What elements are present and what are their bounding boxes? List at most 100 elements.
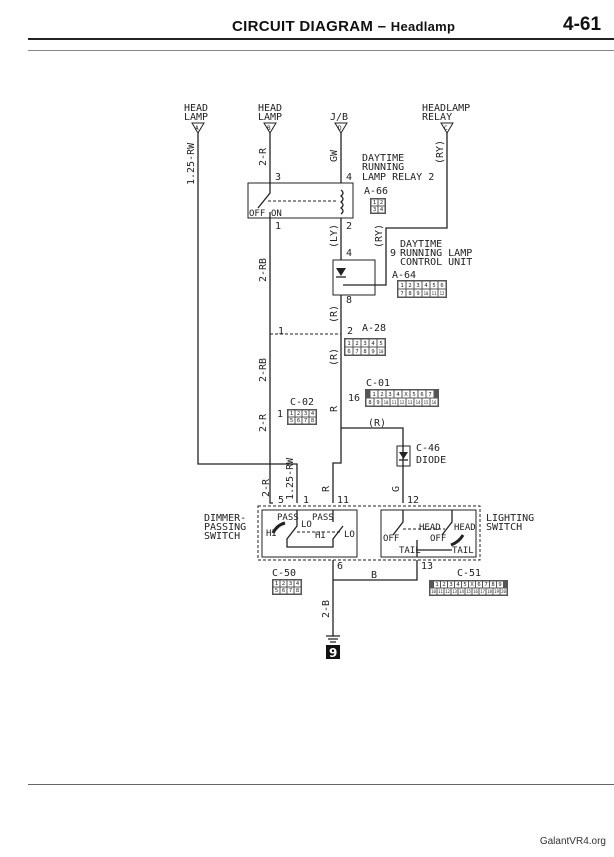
connector-pin-number: 3: [304, 411, 307, 417]
header-rule: [28, 38, 614, 40]
switch-assembly-outline: [257, 505, 481, 561]
connector-pin-number: 15: [424, 400, 429, 405]
connector-pin: [465, 588, 472, 595]
connector-pin-number: 7: [484, 582, 487, 588]
connector-pin: [361, 347, 369, 355]
connector-pin-number: 8: [491, 582, 494, 588]
connector-pin: [422, 289, 430, 297]
svg-text:D: D: [338, 125, 342, 132]
connector-pin: [490, 581, 496, 588]
svg-text:SWITCH: SWITCH: [204, 531, 240, 542]
svg-text:J/B: J/B: [330, 112, 348, 123]
connector-c51-label: C-51: [457, 568, 481, 579]
connector-pin: [378, 199, 385, 206]
connector-pin-number: 1: [290, 411, 293, 417]
connector-pin-number: 3: [449, 582, 452, 588]
svg-text:RUNNING LAMP: RUNNING LAMP: [400, 248, 472, 259]
svg-text:1.25-RW: 1.25-RW: [186, 142, 197, 185]
connector-pin-number: 7: [400, 291, 403, 297]
svg-text:OFF: OFF: [249, 209, 265, 219]
header-rule-thin: [28, 50, 614, 51]
svg-text:9: 9: [390, 248, 396, 259]
terminal-jb: J/B D: [330, 112, 348, 134]
page-number: 4-61: [563, 14, 602, 35]
svg-text:16: 16: [348, 393, 360, 404]
connector-pin: [422, 398, 430, 406]
svg-text:(R): (R): [329, 348, 340, 366]
page-title: CIRCUIT DIAGRAM – Headlamp: [232, 18, 456, 35]
terminal-headlamp-relay: HEADLAMP RELAY C: [422, 103, 470, 134]
svg-text:2: 2: [346, 221, 352, 232]
connector-pin-number: 2: [380, 200, 383, 206]
svg-text:ON: ON: [271, 209, 282, 219]
connector-pin-number: 7: [289, 588, 292, 594]
connector-pin-number: 16: [473, 589, 478, 594]
connector-pin: [288, 417, 295, 424]
connector-pin: [448, 581, 454, 588]
svg-text:(LY): (LY): [329, 224, 340, 248]
svg-text:3: 3: [275, 172, 281, 183]
connector-a28-label: A-28: [362, 323, 386, 334]
connector-pin: [430, 398, 438, 406]
connector-pin: [493, 588, 500, 595]
connector-pin: [430, 289, 438, 297]
svg-text:RUNNING: RUNNING: [362, 162, 404, 173]
connector-pin: [287, 587, 294, 594]
svg-text:DIODE: DIODE: [416, 455, 446, 466]
connector-pin-number: 13: [408, 400, 413, 405]
svg-text:13: 13: [421, 561, 433, 572]
svg-text:LO: LO: [344, 530, 355, 540]
connector-pin: [295, 410, 302, 417]
svg-text:A-64: A-64: [392, 270, 416, 281]
connector-pin-number: 16: [432, 400, 437, 405]
connector-pin-number: 11: [438, 589, 443, 594]
connector-pin: [406, 289, 414, 297]
connector-pin-number: 9: [371, 349, 374, 355]
connector-pin-number: 7: [355, 349, 358, 355]
connector-pin: [406, 281, 414, 289]
connector-pin: [444, 588, 451, 595]
lighting-switch: LIGHTING SWITCH OFF OFF HEAD HEAD TAIL T…: [380, 509, 534, 558]
connector-pin: [390, 398, 398, 406]
connector-pin-number: 5: [412, 392, 415, 398]
svg-text:6: 6: [337, 561, 343, 572]
connector-pin: [361, 339, 369, 347]
connector-pin-number: 4: [311, 411, 315, 417]
connector-pin-number: 3: [388, 392, 391, 398]
connector-pin-number: 15: [466, 589, 471, 594]
connector-pin-number: 1: [372, 392, 375, 398]
connector-pin: [451, 588, 458, 595]
connector-pin-number: 1: [400, 283, 403, 289]
connector-pin-number: 1: [347, 341, 350, 347]
svg-text:(RY): (RY): [435, 140, 446, 164]
connector-pin: [353, 347, 361, 355]
svg-text:R: R: [329, 405, 340, 412]
svg-text:1: 1: [278, 326, 284, 337]
connector-pin-number: 2: [282, 581, 285, 587]
svg-text:PASS: PASS: [312, 513, 334, 523]
connector-pin: [309, 410, 316, 417]
svg-text:SWITCH: SWITCH: [486, 522, 522, 533]
connector-pin-number: 6: [347, 349, 350, 355]
diode-c46: C-46 DIODE: [396, 443, 446, 467]
connector-pin: [438, 289, 446, 297]
ground-symbol: 9: [326, 635, 340, 660]
connector-pin-number: 2: [297, 411, 300, 417]
connector-pin-number: 4: [396, 392, 400, 398]
connector-pin-number: 10: [431, 589, 436, 594]
svg-text:B: B: [371, 570, 377, 581]
connector-pin-number: 5: [432, 283, 435, 289]
connector-pin-number: 12: [445, 589, 450, 594]
connector-pin: [469, 581, 475, 588]
svg-text:HI: HI: [315, 531, 326, 541]
connector-pin-number: 5: [290, 418, 293, 424]
connector-pin: [366, 398, 374, 406]
connector-pin-number: 8: [296, 588, 299, 594]
connector-pin-number: 18: [487, 589, 492, 594]
connector-pin: [410, 390, 418, 398]
connector-pin-number: 12: [400, 400, 405, 405]
